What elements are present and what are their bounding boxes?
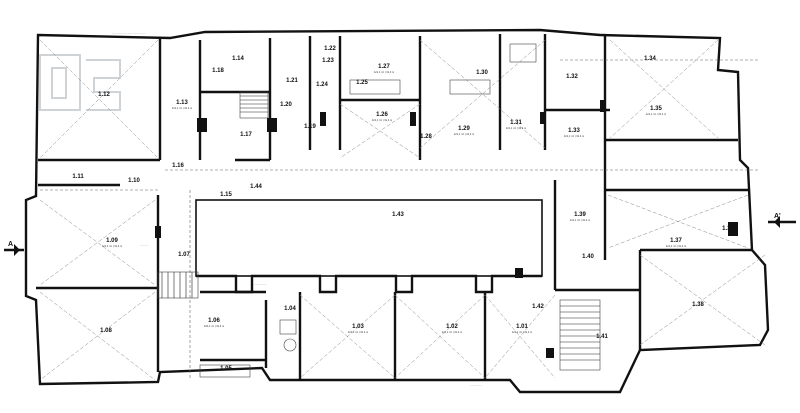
room-label-1-37: 1.37	[670, 238, 682, 244]
room-label-1-15: 1.15	[220, 192, 232, 198]
room-label-1-35: 1.35	[650, 106, 662, 112]
room-label-1-19: 1.19	[304, 124, 316, 130]
wall-piers	[155, 100, 738, 358]
room-label-1-24: 1.24	[316, 82, 328, 88]
room-area-1-33: 121,1 m² | 31,4 m	[564, 134, 584, 138]
room-area-1-09: 121,1 m² | 31,4 m	[102, 244, 122, 248]
room-label-1-21: 1.21	[286, 78, 298, 84]
room-area-1-37: 121,1 m² | 31,4 m	[666, 244, 686, 248]
staircase-west	[239, 91, 269, 119]
room-label-1-26: 1.26	[376, 112, 388, 118]
room-label-1-34: 1.34	[644, 56, 656, 62]
room-label-1-23: 1.23	[322, 58, 334, 64]
room-label-1-25: 1.25	[356, 80, 368, 86]
room-label-1-31: 1.31	[510, 120, 522, 126]
room-label-1-32: 1.32	[566, 74, 578, 80]
room-area-1-27: 121,1 m² | 31,4 m	[374, 70, 394, 74]
room-label-1-39: 1.39	[574, 212, 586, 218]
room-area-1-31: 121,1 m² | 31,4 m	[506, 126, 526, 130]
interior-walls	[36, 34, 752, 380]
room-label-1-06: 1.06	[208, 318, 220, 324]
room-label-1-04: 1.04	[284, 306, 296, 312]
room-label-1-44: 1.44	[250, 184, 262, 190]
room-label-1-43: 1.43	[392, 212, 404, 218]
room-area-1-01: 121,1 m² | 31,4 m	[512, 330, 532, 334]
room-label-1-09: 1.09	[106, 238, 118, 244]
room-label-1-02: 1.02	[446, 324, 458, 330]
room-label-1-11: 1.11	[72, 174, 84, 180]
room-label-1-29: 1.29	[458, 126, 470, 132]
svg-text:..............................: ..............................	[580, 31, 605, 35]
vault-lines	[39, 39, 766, 381]
fixtures	[199, 43, 537, 378]
room-label-1-10: 1.10	[128, 178, 140, 184]
room-area-1-03: 121,1 m² | 31,4 m	[348, 330, 368, 334]
svg-text:..............................: ........................................	[250, 29, 284, 33]
room-label-1-28: 1.28	[420, 134, 432, 140]
svg-text:..........: ..........	[140, 243, 149, 247]
room-label-1-12: 1.12	[98, 92, 110, 98]
room-label-1-08: 1.08	[100, 328, 112, 334]
room-label-1-03: 1.03	[352, 324, 364, 330]
svg-text:..............................: ........................................	[112, 31, 146, 35]
room-label-1-18: 1.18	[212, 68, 224, 74]
room-label-1-16: 1.16	[172, 163, 184, 169]
room-label-1-36: 1.36	[722, 226, 734, 232]
room-label-1-33: 1.33	[568, 128, 580, 134]
room-label-1-30: 1.30	[476, 70, 488, 76]
svg-text:....................: ....................	[250, 282, 267, 286]
room-label-1-05: 1.05	[220, 366, 232, 372]
room-area-1-35: 121,1 m² | 31,4 m	[646, 112, 666, 116]
room-label-1-22: 1.22	[324, 46, 336, 52]
room-area-1-02: 121,1 m² | 31,4 m	[442, 330, 462, 334]
room-area-1-13: 121,1 m² | 31,4 m	[172, 106, 192, 110]
room-label-1-42: 1.42	[532, 304, 544, 310]
service-lines	[40, 59, 760, 380]
drawing-notes: ........................................…	[112, 29, 605, 387]
room-area-1-39: 121,1 m² | 31,4 m	[570, 218, 590, 222]
room-label-1-38: 1.38	[692, 302, 704, 308]
svg-text:..............: ..............	[470, 383, 482, 387]
room-label-1-14: 1.14	[232, 56, 244, 62]
section-mark-label-right: A'	[774, 213, 781, 220]
room-label-1-17: 1.17	[240, 132, 252, 138]
staircase-central	[157, 271, 199, 299]
section-mark-left	[4, 244, 24, 256]
room-label-1-20: 1.20	[280, 102, 292, 108]
room-label-1-40: 1.40	[582, 254, 594, 260]
room-area-1-26: 121,1 m² | 31,4 m	[372, 118, 392, 122]
room-area-1-29: 121,1 m² | 31,4 m	[454, 132, 474, 136]
building-outline	[24, 28, 770, 394]
room-label-1-01: 1.01	[516, 324, 528, 330]
room-label-1-07: 1.07	[178, 252, 190, 258]
room-area-1-06: 120,1 m² | 31,4 m	[204, 324, 224, 328]
section-mark-label-left: A	[8, 241, 13, 248]
staircase-south	[559, 299, 601, 371]
watermark-logo	[39, 54, 121, 111]
room-label-1-13: 1.13	[176, 100, 188, 106]
room-label-1-41: 1.41	[596, 334, 608, 340]
section-mark-right	[768, 216, 796, 228]
room-label-1-27: 1.27	[378, 64, 390, 70]
